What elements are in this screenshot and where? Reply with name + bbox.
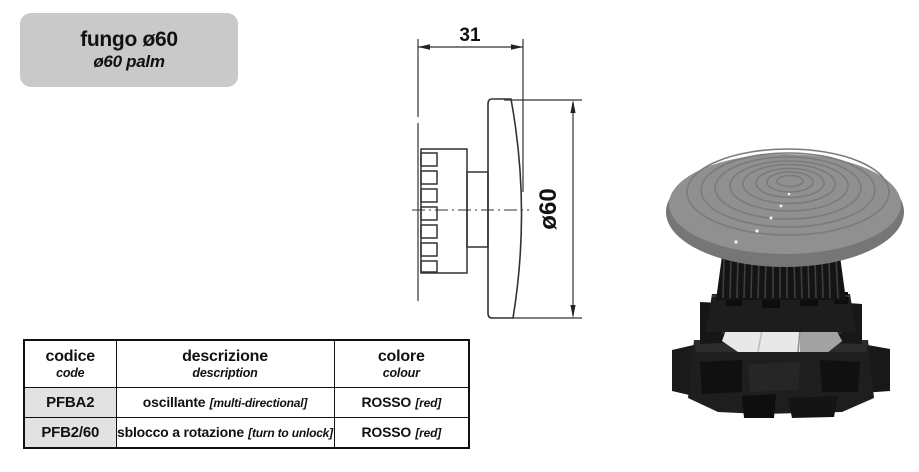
description-translation: [turn to unlock] (248, 425, 333, 440)
description-text: oscillante (142, 393, 206, 410)
colour-text: ROSSO (361, 393, 412, 410)
product-spec-table: codice code descrizione description colo… (23, 339, 470, 449)
table-row: PFB2/60 sblocco a rotazione [turn to unl… (23, 417, 470, 449)
diameter-dimension (504, 99, 582, 319)
table-row: PFBA2 oscillante [multi-directional] ROS… (23, 387, 470, 418)
colour-text: ROSSO (361, 423, 412, 440)
header-colore: colore colour (333, 339, 470, 388)
colour-translation: [red] (415, 425, 441, 440)
mushroom-cap (666, 148, 904, 267)
product-colour: ROSSO [red] (333, 387, 470, 418)
colour-translation: [red] (415, 395, 441, 410)
knurled-collar (716, 256, 846, 300)
width-dimension-arrows (418, 44, 523, 50)
product-code: PFB2/60 (23, 417, 117, 449)
cap-concentric-ridges (686, 148, 890, 236)
product-title: fungo ø60 (80, 27, 178, 51)
header-descrizione-label: descrizione (182, 347, 268, 365)
header-colore-sublabel: colour (382, 366, 420, 381)
description-translation: [multi-directional] (209, 395, 308, 410)
header-codice-label: codice (45, 347, 96, 365)
mushroom-cap-profile (487, 98, 523, 319)
table-header-row: codice code descrizione description colo… (23, 339, 470, 388)
product-code: PFBA2 (23, 387, 117, 418)
header-codice: codice code (23, 339, 117, 388)
product-photo (666, 148, 904, 418)
diameter-dimension-label: ø60 (535, 188, 562, 229)
actuator-body-outline (420, 148, 489, 274)
description-text: sblocco a rotazione (117, 423, 244, 440)
product-title-translation: ø60 palm (93, 51, 165, 71)
diameter-dimension-arrows (570, 100, 576, 318)
product-colour: ROSSO [red] (333, 417, 470, 449)
header-codice-sublabel: code (56, 366, 85, 381)
width-dimension (417, 39, 524, 301)
product-description: sblocco a rotazione [turn to unlock] (115, 417, 335, 449)
cap-highlights (734, 192, 791, 244)
header-colore-label: colore (377, 347, 425, 365)
product-title-badge: fungo ø60 ø60 palm (20, 13, 238, 87)
technical-drawing: 31 ø60 (412, 25, 582, 319)
width-dimension-label: 31 (459, 25, 481, 46)
header-descrizione: descrizione description (115, 339, 335, 388)
product-description: oscillante [multi-directional] (115, 387, 335, 418)
header-descrizione-sublabel: description (192, 366, 258, 381)
